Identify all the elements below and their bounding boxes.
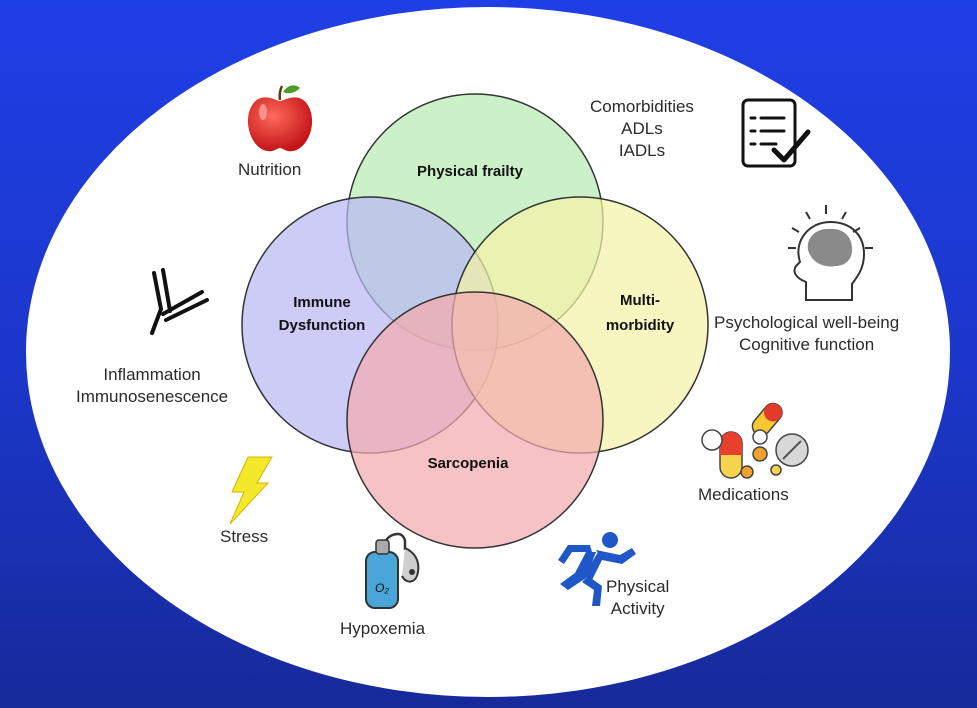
- label-stress: Stress: [220, 527, 269, 546]
- runner-icon: [558, 532, 636, 606]
- label-immunosenescence: Immunosenescence: [76, 387, 229, 406]
- brain-head-icon: [788, 205, 873, 301]
- label-iadls: IADLs: [618, 141, 666, 160]
- label-psychological-wellbeing: Psychological well-being: [714, 313, 900, 332]
- label-adls: ADLs: [621, 119, 663, 138]
- label-multimorbidity-line2: morbidity: [606, 317, 675, 334]
- label-medications: Medications: [698, 485, 789, 504]
- label-nutrition: Nutrition: [238, 160, 302, 179]
- label-multimorbidity-line1: Multi-: [620, 292, 660, 309]
- label-physical: Physical: [606, 577, 670, 596]
- label-physical-activity-block: Physical Activity: [606, 576, 669, 620]
- label-comorbidities-block: Comorbidities ADLs IADLs: [590, 96, 694, 162]
- label-inflammation-block: Inflammation Immunosenescence: [76, 364, 228, 408]
- label-immune-line1: Immune: [293, 294, 351, 311]
- venn-diagram: [241, 93, 709, 549]
- pills-icon: [701, 402, 809, 479]
- label-inflammation: Inflammation: [103, 365, 201, 384]
- lightning-icon: [229, 456, 273, 525]
- label-immune-line2: Dysfunction: [279, 317, 366, 334]
- label-hypoxemia: Hypoxemia: [340, 619, 426, 638]
- label-cognitive-function: Cognitive function: [739, 335, 875, 354]
- checklist-icon: [741, 98, 811, 168]
- label-activity: Activity: [610, 599, 665, 618]
- oxygen-tank-icon: O₂: [365, 532, 420, 609]
- label-sarcopenia: Sarcopenia: [428, 455, 510, 472]
- apple-icon: [247, 85, 313, 152]
- oxygen-label: O₂: [375, 581, 389, 595]
- label-comorbidities: Comorbidities: [590, 97, 694, 116]
- antibody-icon: [150, 268, 209, 335]
- label-physical-frailty: Physical frailty: [417, 163, 524, 180]
- label-psych-block: Psychological well-being Cognitive funct…: [714, 312, 899, 356]
- venn-circle-sarcopenia: [346, 291, 604, 549]
